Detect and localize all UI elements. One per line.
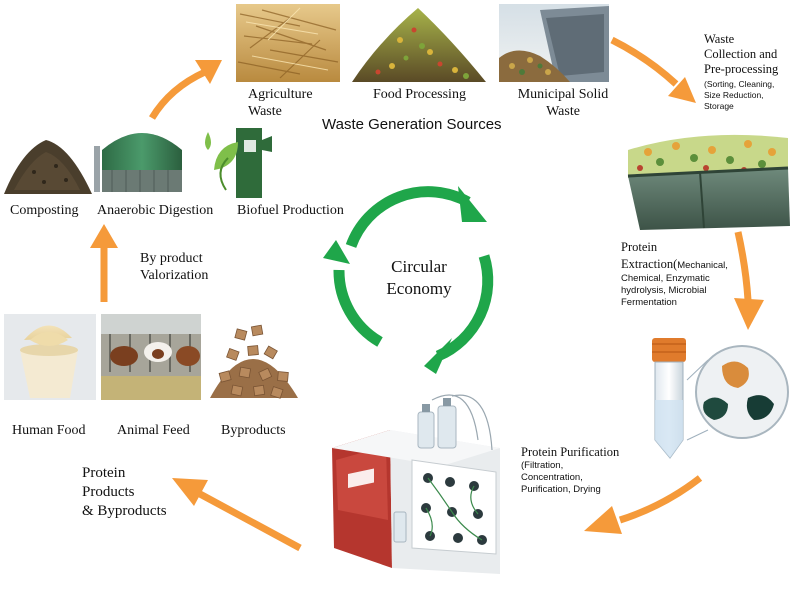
purification-machine-image (332, 394, 500, 574)
circular-economy-line1: Circular (391, 257, 447, 276)
magnified-samples-image (695, 345, 789, 439)
product-label-human-food: Human Food (12, 423, 86, 438)
valorization-label-anaerobic-digestion: Anaerobic Digestion (97, 203, 214, 218)
byproduct-valorization-label: By product Valorization (140, 251, 209, 283)
arrow-products-to-valorization (90, 224, 118, 302)
food-waste-pile-image (351, 4, 486, 82)
waste-collection-detail: (Sorting, Cleaning, Size Reduction, Stor… (704, 79, 775, 111)
arrow-collection-to-extraction (734, 231, 764, 330)
pellets-image (205, 314, 301, 400)
circular-economy-line2: Economy (386, 279, 452, 298)
garbage-truck-image (499, 4, 609, 82)
centrifuge-tube-image (652, 338, 709, 459)
waste-bin-image (621, 126, 793, 230)
arrow-valorization-to-sources (148, 60, 222, 120)
valorization-label-biofuel: Biofuel Production (237, 203, 344, 218)
source-label-agriculture: Agriculture Waste (248, 87, 313, 119)
arrow-purification-to-products (172, 478, 302, 552)
straw-pile-image (236, 4, 340, 82)
compost-pile-image (4, 140, 92, 194)
circular-economy-label: Circular Economy (360, 256, 478, 300)
waste-sources-title: Waste Generation Sources (322, 116, 502, 133)
biogas-digester-image (94, 133, 182, 192)
source-label-municipal: Municipal Solid Waste (517, 87, 609, 119)
arrow-sources-to-collection (610, 36, 696, 103)
cycle-arrowheads (323, 186, 487, 374)
protein-extraction-text: Protein Extraction(Mechanical, Chemical,… (621, 240, 728, 308)
protein-products-title: Protein Products & Byproducts (82, 465, 167, 519)
protein-powder-image (4, 314, 96, 400)
circular-economy-arrows (333, 186, 494, 362)
cattle-feed-image (101, 314, 201, 400)
product-label-byproducts: Byproducts (221, 423, 286, 438)
waste-collection-title: Waste Collection and Pre-processing (704, 32, 779, 76)
valorization-label-composting: Composting (10, 203, 79, 218)
protein-purification-text: Protein Purification (Filtration, Concen… (521, 445, 620, 495)
source-label-food-processing: Food Processing (373, 87, 466, 102)
biofuel-pump-leaf-icon (205, 128, 272, 198)
arrow-extraction-to-purification (584, 475, 703, 534)
product-label-animal-feed: Animal Feed (117, 423, 190, 438)
